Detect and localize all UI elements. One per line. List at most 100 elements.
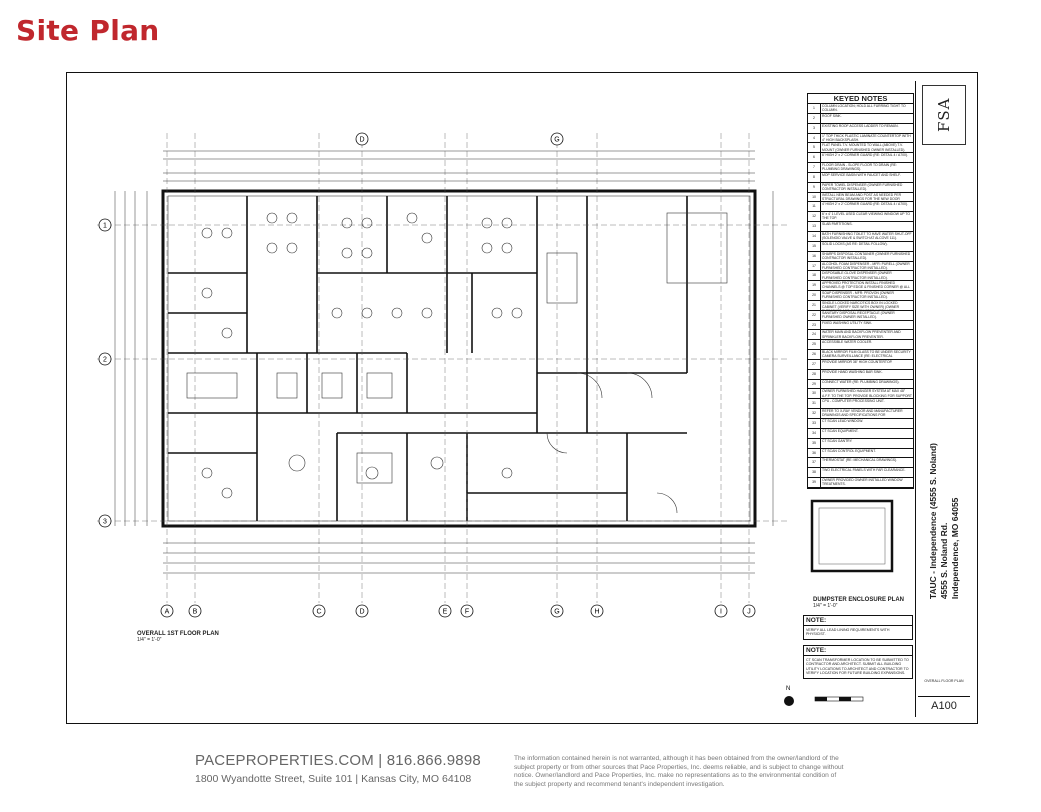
- keyed-note-text: APPROVED PROTECTION INSTALL FINISHED CHA…: [822, 281, 910, 290]
- keyed-note-number: 39: [808, 478, 821, 487]
- keyed-note-text: MOP SERVICE BASIN WITH FAUCET AND SHELF.: [822, 172, 901, 177]
- grid-bubble-d: D: [355, 604, 369, 618]
- keyed-note-text: CT SCAN EQUIPMENT.: [822, 428, 859, 433]
- keyed-note-number: 34: [808, 428, 821, 438]
- keyed-note-text: 4' HIGH 2' x 2' CORNER GUARD (RE: DETAIL…: [822, 202, 908, 207]
- keyed-note-number: 8: [808, 172, 821, 182]
- keyed-notes-title: KEYED NOTES: [808, 94, 913, 104]
- title-block: FSA TAUC - Independence (4555 S. Noland)…: [915, 81, 971, 717]
- keyed-note-number: 23: [808, 320, 821, 330]
- keyed-note-number: 38: [808, 468, 821, 478]
- svg-text:B: B: [193, 609, 198, 616]
- keyed-note-text: FIXED WASHING UTILITY SINK.: [822, 320, 873, 325]
- keyed-note-number: 24: [808, 330, 821, 340]
- keyed-note-text: BATH FURNISHING TOILET TO HAVE WATER SHU…: [822, 231, 912, 241]
- keyed-note-text: CONNECT WATER (RE: PLUMBING DRAWINGS).: [822, 379, 900, 384]
- svg-text:1: 1: [103, 223, 107, 230]
- grid-bubble-e: E: [438, 604, 452, 618]
- grid-bubble-2: 2: [98, 352, 112, 366]
- keyed-note-text: ROOF SINK.: [822, 113, 842, 118]
- svg-text:D: D: [359, 609, 364, 616]
- grid-bubble-b: B: [188, 604, 202, 618]
- keyed-note-text: DISPOSABLE GLOVE DISPENSER (OWNER FURNIS…: [822, 271, 892, 280]
- keyed-note-number: 37: [808, 458, 821, 468]
- keyed-note-text: CT SCAN CONTROL EQUIPMENT.: [822, 448, 876, 453]
- keyed-note-number: 12: [808, 212, 821, 222]
- transformer-note: NOTE: CT SCAN TRANSFORMER LOCATION TO BE…: [803, 645, 913, 679]
- keyed-note-number: 5: [808, 143, 821, 153]
- keyed-note-row: 40SUPPORT APRON TO SUPPORT CHAIR/CPR.: [808, 487, 913, 489]
- lead-lining-note: NOTE: VERIFY ALL LEAD LINING REQUIREMENT…: [803, 615, 913, 640]
- keyed-note-text: REFER TO X-RAY VENDOR AND MANUFACTURER D…: [822, 409, 912, 418]
- keyed-note-number: 35: [808, 438, 821, 448]
- svg-text:2: 2: [103, 357, 107, 364]
- keyed-note-text: OWNER PROVIDED OWNER INSTALLED WINDOW TR…: [822, 478, 903, 487]
- keyed-note-number: 17: [808, 261, 821, 271]
- keyed-note-number: 21: [808, 300, 821, 310]
- svg-text:G: G: [554, 137, 559, 144]
- keyed-note-text: BLACK MIRROR FILM GLASS TO BE UNDER SECU…: [822, 350, 911, 359]
- keyed-note-number: 20: [808, 291, 821, 300]
- project-address-2: Independence, MO 64055: [949, 497, 960, 600]
- keyed-note-number: 19: [808, 281, 821, 291]
- grid-bubble-d: D: [355, 132, 369, 146]
- project-address-1: 4555 S. Noland Rd.: [938, 522, 949, 600]
- dumpster-title-text: DUMPSTER ENCLOSURE PLAN: [813, 597, 905, 603]
- keyed-note-number: 22: [808, 310, 821, 320]
- keyed-note-text: CT SCAN LEAD WINDOW.: [822, 419, 864, 423]
- keyed-note-text: SOLID LOCKS (AS RE: DETAIL FOLLOW).: [822, 241, 888, 246]
- page-title: Site Plan: [16, 14, 160, 47]
- keyed-note-number: 3: [808, 123, 821, 133]
- keyed-note-text: SUPPORT APRON TO SUPPORT CHAIR/CPR.: [821, 488, 913, 489]
- footer-company: PACEPROPERTIES.COM | 816.866.9898: [195, 752, 481, 769]
- keyed-note-text: 6' x 4' 1 LEVEL USED CLEAR VIEWING WINDO…: [822, 212, 911, 221]
- svg-text:J: J: [747, 609, 751, 616]
- keyed-note-number: 32: [808, 409, 821, 418]
- keyed-note-text: EXISTING ROOF ACCESS LADDER TO REMAIN.: [822, 123, 899, 128]
- drawing-scale: 1/4" = 1'-0": [137, 637, 162, 643]
- keyed-note-text: WATER MAIN AND BACKFLOW PREVENTER AND SP…: [822, 330, 901, 339]
- svg-text:N: N: [786, 686, 790, 692]
- keyed-note-text: SOAP DISPENSER - MFR: PROVON (OWNER FURN…: [822, 291, 894, 300]
- keyed-note-number: 1: [808, 104, 821, 113]
- note-header: NOTE:: [804, 616, 912, 626]
- svg-text:C: C: [316, 609, 321, 616]
- note-header: NOTE:: [804, 646, 912, 656]
- keyed-note-number: 29: [808, 379, 821, 389]
- keyed-note-text: THERMOSTAT (RE: MECHANICAL DRAWINGS).: [822, 458, 898, 463]
- keyed-note-number: 26: [808, 350, 821, 359]
- grid-bubble-i: I: [714, 604, 728, 618]
- svg-text:G: G: [554, 609, 559, 616]
- dumpster-title: DUMPSTER ENCLOSURE PLAN 1/4" = 1'-0": [813, 597, 904, 609]
- keyed-note-text: CT SCAN GANTRY.: [822, 438, 853, 443]
- keyed-note-text: SINGLE LOCKED NARCOTICS BOX IN LOCKED CA…: [822, 300, 900, 310]
- keyed-note-text: FLOOR DRAIN - SLOPE FLOOR TO DRAIN (RE: …: [822, 163, 897, 172]
- keyed-note-text: 6' HIGH 2' x 2' CORNER GUARD (RE: DETAIL…: [822, 153, 908, 158]
- keyed-note-text: OWNER FURNISHED HANGER SYSTEM AT MAX 48"…: [822, 389, 912, 398]
- svg-text:3: 3: [103, 519, 107, 526]
- keyed-note-text: FLAT PANEL T.V. MOUNTED TO WALL (ABOVE) …: [822, 143, 906, 152]
- keyed-note-number: 25: [808, 340, 821, 350]
- keyed-note-number: 36: [808, 448, 821, 458]
